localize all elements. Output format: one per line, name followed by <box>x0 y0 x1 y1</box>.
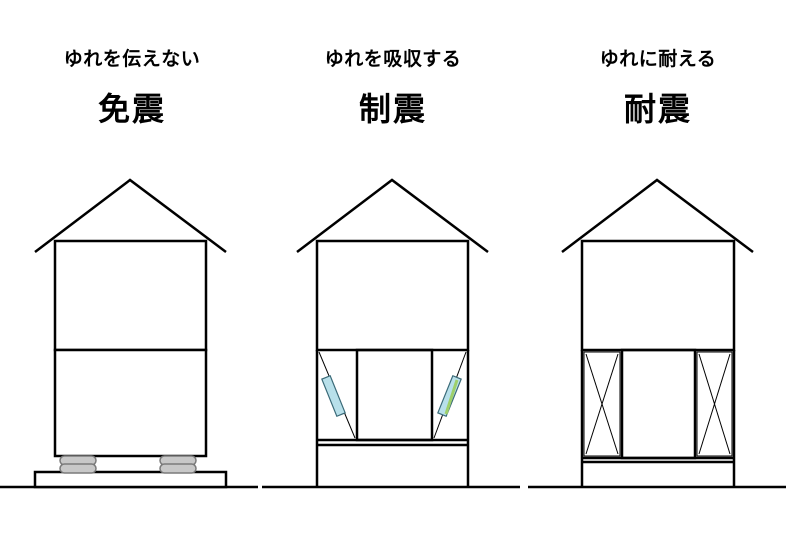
wall-upper-menshin <box>53 239 208 352</box>
taishin-title: 耐震 <box>623 90 692 128</box>
wall-lower-menshin <box>53 348 208 458</box>
wall-upper-seishin <box>315 239 470 352</box>
house-seishin <box>296 178 489 487</box>
taishin-subtitle: ゆれに耐える <box>599 48 717 70</box>
seishin-subtitle: ゆれを吸収する <box>324 48 462 70</box>
foundation-menshin <box>33 470 228 489</box>
dampers <box>321 374 462 418</box>
seishin-title: 制震 <box>358 90 427 128</box>
isolator-right-bottom <box>159 463 197 474</box>
brace-panel-right <box>696 351 733 457</box>
roof-seishin <box>296 178 489 253</box>
brace-right-b <box>698 353 731 455</box>
wall-upper-taishin <box>580 239 736 352</box>
house-menshin <box>33 178 228 489</box>
brace-left-b <box>585 353 619 455</box>
base-isolators <box>59 455 197 474</box>
menshin-title: 免震 <box>97 90 166 128</box>
brace-panel-left <box>583 351 621 457</box>
roof-menshin <box>34 178 227 253</box>
door-seishin <box>355 348 434 442</box>
house-taishin <box>561 178 754 487</box>
roof-taishin <box>561 178 754 253</box>
door-taishin <box>620 348 697 460</box>
menshin-subtitle: ゆれを伝えない <box>63 48 201 70</box>
damper-right-stripe <box>444 379 459 415</box>
damper-left <box>321 374 346 418</box>
isolator-left-bottom <box>59 463 97 474</box>
